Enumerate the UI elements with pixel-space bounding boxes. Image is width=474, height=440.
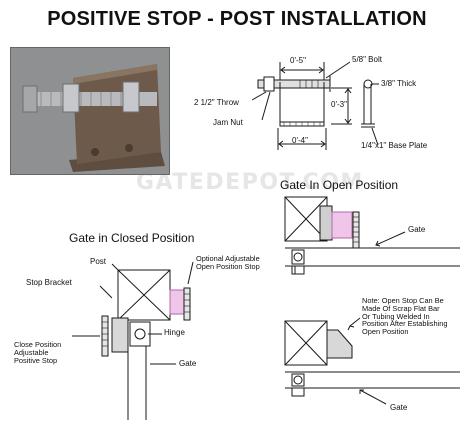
dim-label: 5/8" Bolt (352, 55, 382, 64)
dim-label: 0'-4" (292, 136, 308, 145)
product-photo-drawing (11, 48, 169, 174)
gate-label: Gate (179, 359, 197, 368)
gate-label: Gate (390, 403, 408, 412)
closed-position-heading: Gate in Closed Position (69, 231, 195, 245)
gate-label: Gate (408, 225, 426, 234)
dimension-detail (251, 61, 379, 150)
dim-label: Jam Nut (213, 118, 243, 127)
close-stop-label: Close Position Adjustable Positive Stop (14, 340, 62, 365)
dim-label: 2 1/2" Throw (194, 98, 239, 107)
dim-label: 0'-5" (290, 56, 306, 65)
closed-position-drawing (72, 261, 194, 420)
stop-bracket-label: Stop Bracket (26, 278, 72, 287)
page-title: POSITIVE STOP - POST INSTALLATION (47, 8, 427, 30)
note-text: Note: Open Stop Can Be Made Of Scrap Fla… (362, 296, 448, 337)
optional-stop-label: Optional Adjustable Open Position Stop (196, 254, 260, 271)
open-position-drawing (284, 196, 460, 275)
dim-label: 1/4"x1" Base Plate (361, 141, 428, 150)
watermark: GATEDEPOT.COM (136, 170, 364, 195)
note-drawing (284, 317, 460, 405)
hinge-label: Hinge (164, 328, 185, 337)
post-label: Post (90, 257, 107, 266)
dim-label: 0'-3" (331, 100, 347, 109)
dim-label: 3/8" Thick (381, 79, 417, 88)
open-position-heading: Gate In Open Position (280, 178, 399, 192)
product-photo (10, 47, 170, 175)
